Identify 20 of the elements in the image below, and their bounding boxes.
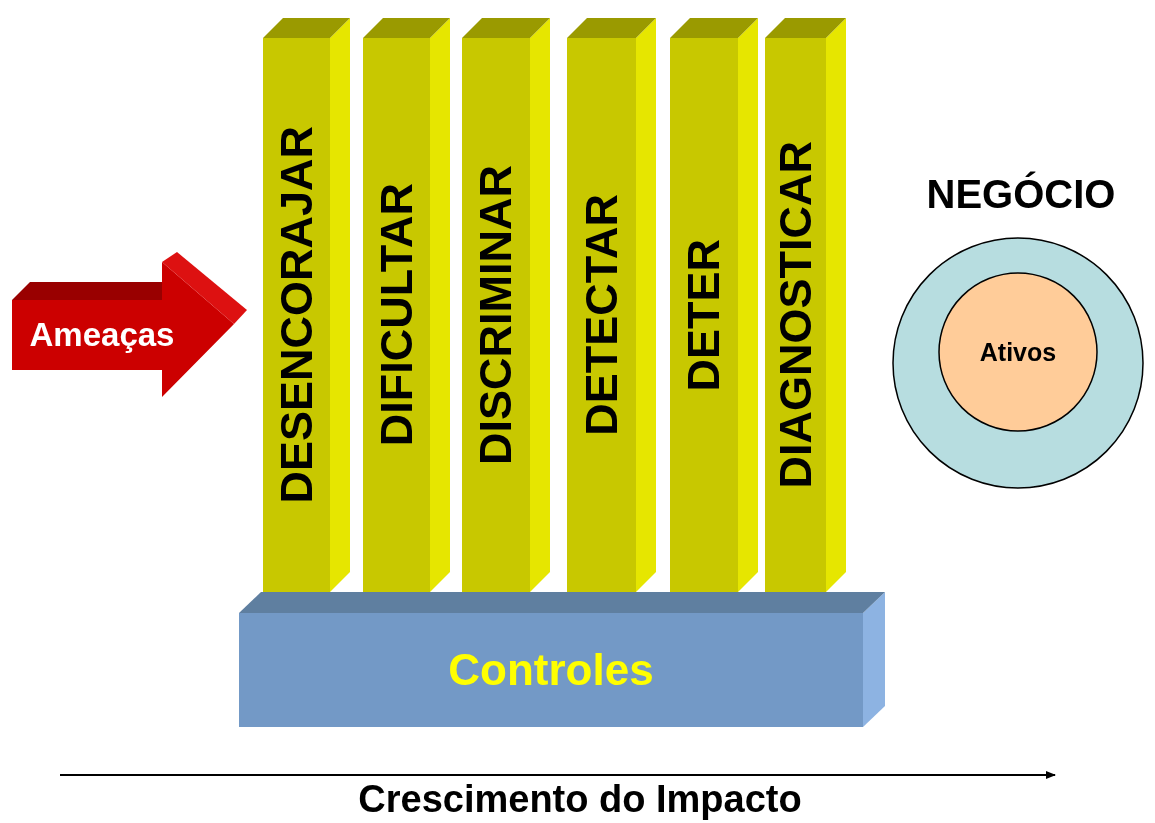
arrow-label: Ameaças: [29, 316, 175, 354]
pillar-label: DIFICULTAR: [370, 183, 423, 447]
axis-label: Crescimento do Impacto: [358, 778, 802, 821]
pillar-label: DETER: [678, 238, 730, 392]
pillar: [363, 18, 450, 592]
pillar-label: DIAGNOSTICAR: [769, 141, 822, 489]
circle-heading: NEGÓCIO: [926, 171, 1116, 217]
pillar: [263, 18, 350, 592]
pillar: [765, 18, 846, 592]
pillar-label: DESENCORAJAR: [270, 126, 323, 504]
block-arrow: [12, 252, 247, 398]
pillar-label: DISCRIMINAR: [470, 165, 522, 465]
pillar: [567, 18, 656, 592]
pillar: [462, 18, 550, 592]
base-label: Controles: [448, 645, 654, 695]
base-slab: [239, 592, 885, 727]
pillar: [670, 18, 758, 592]
circle-label: Ativos: [979, 337, 1057, 367]
pillar-label: DETECTAR: [575, 194, 628, 436]
inner-circle: [938, 272, 1098, 432]
